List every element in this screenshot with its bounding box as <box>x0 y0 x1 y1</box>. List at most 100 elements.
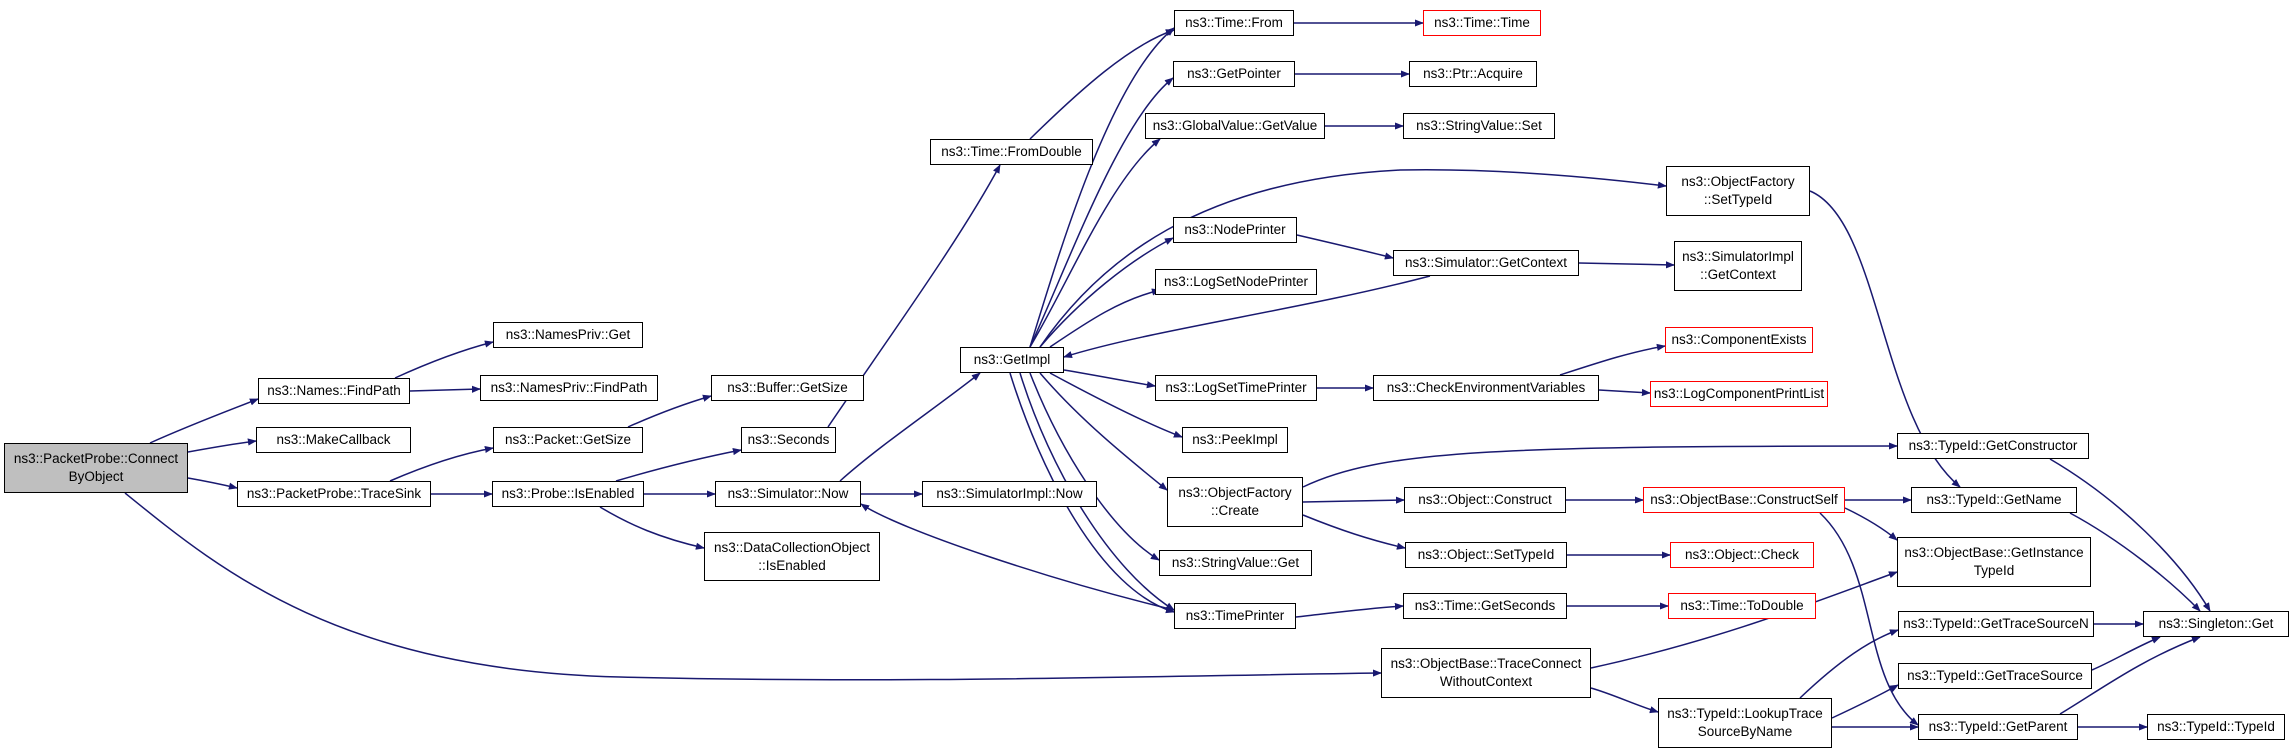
edge-probe-isenabled-seconds <box>615 448 742 482</box>
node-singleton-get[interactable]: ns3::Singleton::Get <box>2143 611 2289 637</box>
node-simulatorimpl-now[interactable]: ns3::SimulatorImpl::Now <box>922 481 1097 507</box>
node-timeprinter[interactable]: ns3::TimePrinter <box>1174 603 1296 629</box>
node-label: ns3::Object::Construct <box>1418 492 1552 507</box>
node-label: ns3::StringValue::Set <box>1416 118 1542 133</box>
edge-constructself-getinstancetypeid <box>1844 507 1898 541</box>
node-object-check[interactable]: ns3::Object::Check <box>1670 542 1814 568</box>
node-typeid-getparent[interactable]: ns3::TypeId::GetParent <box>1918 714 2078 740</box>
edge-getimpl-getpointer <box>1029 77 1174 348</box>
node-makecallback[interactable]: ns3::MakeCallback <box>256 427 411 453</box>
node-label: ns3::ObjectFactory <box>1681 174 1795 189</box>
node-label: ns3::DataCollectionObject <box>713 539 871 555</box>
edge-typeid-getconstructor-singleton-get <box>2049 458 2211 612</box>
node-object-construct[interactable]: ns3::Object::Construct <box>1404 487 1566 513</box>
node-packetprobe-connectbyobject[interactable]: ns3::PacketProbe::Connect ByObject <box>4 443 188 493</box>
node-label: ns3::MakeCallback <box>276 432 391 447</box>
node-label: ns3::Buffer::GetSize <box>727 380 848 395</box>
edge-probe-isenabled-dco-isenabled <box>599 506 705 550</box>
node-label: ::Create <box>1210 503 1260 518</box>
edge-checkenv-componentexists <box>1559 343 1666 376</box>
node-datacollectionobject-isenabled[interactable]: ns3::DataCollectionObject ::IsEnabled <box>704 532 880 581</box>
edge-sim-getcontext-getimpl <box>1063 275 1431 359</box>
node-buffer-getsize[interactable]: ns3::Buffer::GetSize <box>711 375 864 401</box>
node-time-time[interactable]: ns3::Time::Time <box>1423 10 1541 36</box>
node-componentexists[interactable]: ns3::ComponentExists <box>1665 327 1813 353</box>
edge-gettracesource-singleton-get <box>2091 636 2161 671</box>
node-label: ::IsEnabled <box>758 557 826 573</box>
node-time-from[interactable]: ns3::Time::From <box>1174 10 1294 36</box>
node-label: ns3::LogComponentPrintList <box>1653 386 1825 401</box>
node-stringvalue-get[interactable]: ns3::StringValue::Get <box>1159 550 1312 576</box>
edge-packet-getsize-buffer-getsize <box>627 394 712 428</box>
node-label: ns3::NodePrinter <box>1184 222 1286 237</box>
node-objectfactory-settypeid[interactable]: ns3::ObjectFactory ::SetTypeId <box>1666 166 1810 216</box>
node-nodeprinter[interactable]: ns3::NodePrinter <box>1173 217 1297 243</box>
edge-getimpl-logsetnodeprinter <box>1049 288 1161 348</box>
node-getimpl[interactable]: ns3::GetImpl <box>960 347 1064 373</box>
node-time-getseconds[interactable]: ns3::Time::GetSeconds <box>1403 593 1567 619</box>
node-typeid-getconstructor[interactable]: ns3::TypeId::GetConstructor <box>1897 433 2089 459</box>
edge-getimpl-timeprinter-2 <box>1009 372 1175 614</box>
node-label: ByObject <box>68 469 124 484</box>
node-time-todouble[interactable]: ns3::Time::ToDouble <box>1668 593 1816 619</box>
node-objectfactory-create[interactable]: ns3::ObjectFactory ::Create <box>1167 477 1303 527</box>
node-label: ns3::TimePrinter <box>1185 608 1285 623</box>
node-label: ns3::TypeId::GetParent <box>1928 719 2068 734</box>
edge-time-fromdouble-time-from <box>1029 29 1175 140</box>
node-typeid-gettracesource[interactable]: ns3::TypeId::GetTraceSource <box>1898 663 2092 689</box>
node-typeid-typeid[interactable]: ns3::TypeId::TypeId <box>2147 714 2285 740</box>
node-checkenvironmentvariables[interactable]: ns3::CheckEnvironmentVariables <box>1373 375 1599 401</box>
node-ptr-acquire[interactable]: ns3::Ptr::Acquire <box>1409 61 1537 87</box>
node-simulator-getcontext[interactable]: ns3::Simulator::GetContext <box>1393 250 1579 276</box>
node-packet-getsize[interactable]: ns3::Packet::GetSize <box>493 427 643 453</box>
edge-getimpl-of-settypeid <box>1039 169 1667 348</box>
node-label: ns3::Time::ToDouble <box>1680 598 1804 613</box>
node-globalvalue-getvalue[interactable]: ns3::GlobalValue::GetValue <box>1145 113 1325 139</box>
node-objectbase-traceconnectwithoutcontext[interactable]: ns3::ObjectBase::TraceConnect WithoutCon… <box>1381 648 1591 698</box>
edge-names-findpath-namespriv-get <box>394 340 494 379</box>
node-getpointer[interactable]: ns3::GetPointer <box>1173 61 1295 87</box>
node-label: ns3::Simulator::Now <box>727 486 849 501</box>
node-label: ns3::GlobalValue::GetValue <box>1152 118 1318 133</box>
node-objectbase-getinstancetypeid[interactable]: ns3::ObjectBase::GetInstance TypeId <box>1897 537 2091 587</box>
node-namespriv-findpath[interactable]: ns3::NamesPriv::FindPath <box>480 375 658 401</box>
node-probe-isenabled[interactable]: ns3::Probe::IsEnabled <box>492 481 644 507</box>
node-object-settypeid[interactable]: ns3::Object::SetTypeId <box>1405 542 1567 568</box>
edge-getimpl-peekimpl <box>1049 372 1183 438</box>
edge-names-findpath-namespriv-findpath <box>409 385 481 393</box>
node-names-findpath[interactable]: ns3::Names::FindPath <box>258 378 410 404</box>
edge-getimpl-logsettimeprinter <box>1063 369 1156 389</box>
node-label: ns3::Time::FromDouble <box>941 144 1082 159</box>
node-label: ns3::Object::Check <box>1684 547 1800 562</box>
node-seconds[interactable]: ns3::Seconds <box>741 427 836 453</box>
edge-timeprinter-simulator-now <box>860 503 1175 611</box>
node-peekimpl[interactable]: ns3::PeekImpl <box>1182 427 1288 453</box>
node-logsetnodeprinter[interactable]: ns3::LogSetNodePrinter <box>1155 269 1317 295</box>
node-label: ns3::Ptr::Acquire <box>1423 66 1523 81</box>
node-simulator-now[interactable]: ns3::Simulator::Now <box>715 481 861 507</box>
node-label: ns3::ComponentExists <box>1671 332 1807 347</box>
node-logcomponentprintlist[interactable]: ns3::LogComponentPrintList <box>1650 381 1828 407</box>
node-packetprobe-tracesink[interactable]: ns3::PacketProbe::TraceSink <box>237 481 431 507</box>
node-label: ns3::PeekImpl <box>1192 432 1278 447</box>
node-stringvalue-set[interactable]: ns3::StringValue::Set <box>1403 113 1555 139</box>
node-label: ns3::TypeId::GetTraceSource <box>1907 668 2083 683</box>
node-label: ns3::SimulatorImpl::Now <box>936 486 1083 501</box>
node-label: ns3::TypeId::GetName <box>1926 492 2062 507</box>
edge-getimpl-nodeprinter <box>1039 237 1174 348</box>
node-objectbase-constructself[interactable]: ns3::ObjectBase::ConstructSelf <box>1643 487 1845 513</box>
node-namespriv-get[interactable]: ns3::NamesPriv::Get <box>493 322 643 348</box>
node-typeid-lookuptracesourcebyname[interactable]: ns3::TypeId::LookupTrace SourceByName <box>1658 698 1832 748</box>
node-simulatorimpl-getcontext[interactable]: ns3::SimulatorImpl ::GetContext <box>1674 241 1802 291</box>
node-label: ns3::Simulator::GetContext <box>1404 255 1568 270</box>
node-logsettimeprinter[interactable]: ns3::LogSetTimePrinter <box>1155 375 1317 401</box>
edge-root-names-findpath <box>149 398 259 444</box>
node-typeid-gettracesourcen[interactable]: ns3::TypeId::GetTraceSourceN <box>1898 611 2094 637</box>
node-label: ns3::LogSetTimePrinter <box>1165 380 1307 395</box>
edge-getimpl-timeprinter <box>1019 372 1175 611</box>
node-label: ns3::SimulatorImpl <box>1682 249 1794 264</box>
node-time-fromdouble[interactable]: ns3::Time::FromDouble <box>930 139 1093 165</box>
node-label: ns3::GetImpl <box>973 352 1051 367</box>
edge-getimpl-time-from <box>1029 27 1175 348</box>
node-typeid-getname[interactable]: ns3::TypeId::GetName <box>1911 487 2077 513</box>
